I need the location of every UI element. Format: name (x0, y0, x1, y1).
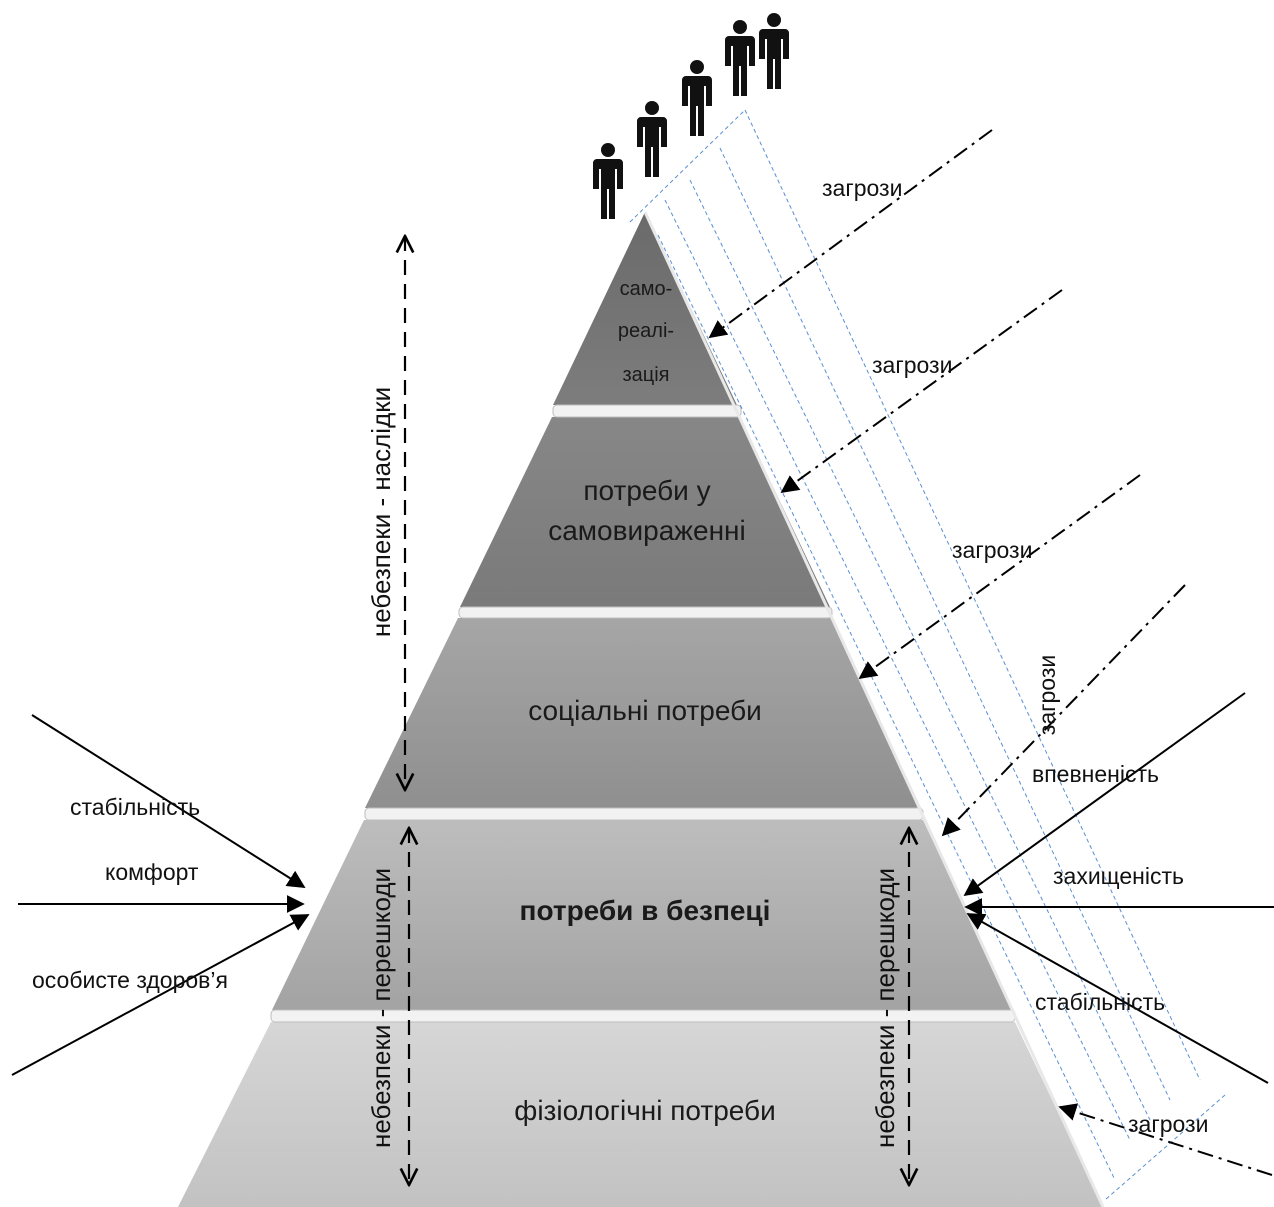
right-factor-protection: захищеність (1053, 863, 1184, 889)
lower-left-hazard-label: небезпеки - перешкоди (366, 868, 396, 1148)
threat-arrows (708, 129, 1273, 1176)
right-factor-confidence: впевненість (1032, 761, 1159, 787)
lower-right-hazard-label: небезпеки - перешкоди (870, 868, 900, 1148)
level-self-expression (460, 417, 830, 607)
person-icon (593, 143, 623, 219)
threat-label-3: загрози (952, 537, 1032, 563)
level-self-realization (553, 212, 737, 405)
threat-label-2: загрози (872, 352, 952, 378)
right-factor-arrows (963, 692, 1274, 1084)
self-expression-label-2: самовираженні (548, 515, 746, 546)
left-factor-arrows (11, 714, 310, 1076)
vertical-arrows (405, 236, 909, 1185)
threat-label-4: загрози (1034, 655, 1060, 735)
self-realization-label-3: зація (622, 364, 669, 386)
left-factor-comfort: комфорт (105, 859, 199, 885)
self-realization-label-2: реалі- (618, 320, 674, 342)
person-icon (682, 60, 712, 136)
threat-label-1: загрози (822, 175, 902, 201)
level-labels: само- реалі- зація потреби у самовиражен… (514, 278, 775, 1126)
upper-hazard-label: небезпеки - наслідки (366, 387, 396, 637)
safety-label: потреби в безпеці (520, 895, 771, 926)
physiological-label: фізіологічні потреби (514, 1095, 775, 1126)
self-realization-label-1: само- (620, 278, 673, 300)
left-factor-health: особисте здоров’я (32, 967, 228, 993)
level-safety (272, 820, 1013, 1010)
left-factor-stability: стабільність (70, 794, 200, 820)
guide-lines (629, 109, 1226, 1201)
person-icon (725, 20, 755, 96)
people-group (593, 13, 789, 219)
right-factor-stability: стабільність (1035, 989, 1165, 1015)
person-icon (759, 13, 789, 89)
threat-label-5: загрози (1128, 1111, 1208, 1137)
level-social (365, 618, 921, 808)
person-icon (637, 101, 667, 177)
self-expression-label-1: потреби у (583, 475, 710, 506)
social-label: соціальні потреби (528, 695, 762, 726)
